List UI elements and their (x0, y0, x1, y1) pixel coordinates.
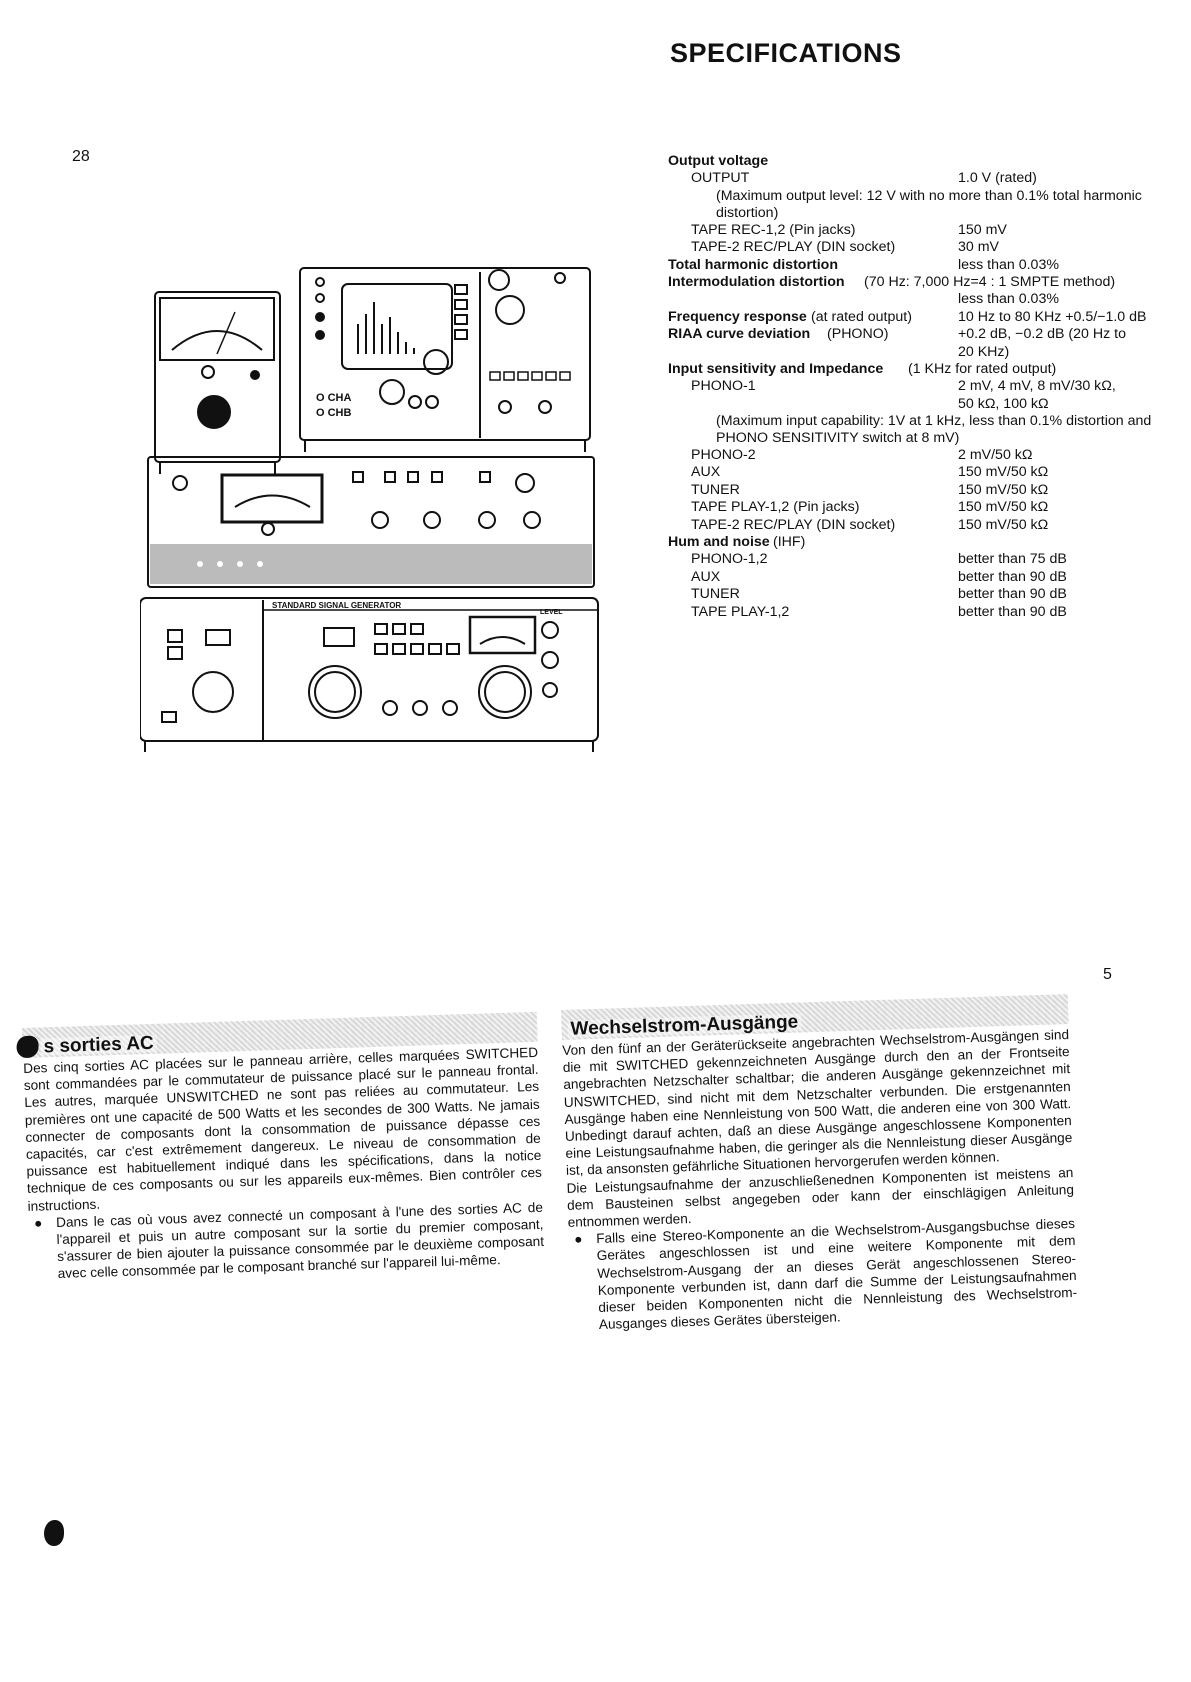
amplifier-unit (147, 456, 595, 588)
spec-condition: (at rated output) (811, 308, 912, 325)
spec-note: (Maximum input capability: 1V at 1 kHz, … (716, 413, 1152, 447)
spec-label: TAPE REC-1,2 (Pin jacks) (691, 221, 856, 238)
spec-list: Output voltage OUTPUT 1.0 V (rated) (Max… (668, 153, 1168, 621)
spec-note: (Maximum output level: 12 V with no more… (716, 187, 1142, 221)
german-section: Wechselstrom-Ausgänge Von den fünf an de… (561, 994, 1078, 1334)
spec-value: 10 Hz to 80 KHz +0.5/−1.0 dB (958, 308, 1147, 325)
french-body: Des cinq sorties AC placées sur le panne… (23, 1044, 543, 1214)
spec-row: TAPE PLAY-1,2 (Pin jacks) 150 mV/50 kΩ (668, 499, 1168, 516)
spec-row: PHONO-2 2 mV/50 kΩ (668, 447, 1168, 464)
spec-value: 150 mV/50 kΩ (958, 499, 1049, 516)
hum-rows: PHONO-1,2 better than 75 dB AUX better than… (668, 551, 1168, 621)
spec-row: AUX better than 90 dB (668, 569, 1168, 586)
spec-value: 150 mV/50 kΩ (958, 464, 1049, 481)
spec-label: TAPE PLAY-1,2 (691, 603, 790, 620)
ink-blot-icon (44, 1520, 64, 1546)
french-bullet: ● Dans le cas où vous avez connecté un c… (28, 1199, 545, 1284)
spec-label: AUX (691, 568, 721, 585)
generator-label: STANDARD SIGNAL GENERATOR (272, 601, 401, 610)
ink-blot-icon (16, 1035, 39, 1059)
spec-value: 2 mV/50 kΩ (958, 447, 1033, 464)
spec-label: PHONO-1 (691, 378, 756, 395)
spec-value: 150 mV/50 kΩ (958, 481, 1049, 498)
german-bullet-text: Falls eine Stereo-Komponente an die Wech… (595, 1216, 1078, 1333)
spec-label: TUNER (691, 586, 740, 603)
spec-heading-input: Input sensitivity and Impedance (668, 360, 884, 377)
input-rows: PHONO-2 2 mV/50 kΩ AUX 150 mV/50 kΩ TUNER 150… (668, 447, 1168, 534)
level-label: LEVEL (540, 609, 563, 616)
spec-condition: (70 Hz: 7,000 Hz=4 : 1 SMPTE method) (864, 273, 1116, 290)
spec-heading-frequency: Frequency response (668, 308, 807, 325)
signal-generator-unit (140, 597, 599, 752)
spec-value: 150 mV (958, 221, 1007, 238)
spec-value: 50 kΩ, 100 kΩ (958, 395, 1049, 412)
spec-row: TAPE-2 REC/PLAY (DIN socket) 150 mV/50 kΩ (668, 517, 1168, 534)
spec-row: TAPE PLAY-1,2 better than 90 dB (668, 604, 1168, 621)
spec-value: better than 90 dB (958, 603, 1067, 620)
spec-value: 2 mV, 4 mV, 8 mV/30 kΩ, (958, 378, 1116, 395)
spec-value: better than 90 dB (958, 586, 1067, 603)
spec-value: 20 KHz) (958, 343, 1010, 360)
page-number-bottom: 5 (1103, 966, 1112, 983)
spec-heading-thd: Total harmonic distortion (668, 256, 838, 273)
spec-value: 30 mV (958, 239, 1000, 256)
spec-value: less than 0.03% (958, 291, 1059, 308)
spec-condition: (1 KHz for rated output) (908, 360, 1057, 377)
page-number-top: 28 (72, 148, 90, 165)
spec-label: PHONO-1,2 (691, 551, 768, 568)
spec-row: PHONO-1,2 better than 75 dB (668, 551, 1168, 568)
spec-condition: (PHONO) (827, 326, 889, 343)
french-section-title: s sorties AC (40, 1033, 157, 1057)
spec-label: AUX (691, 464, 721, 481)
spec-value: +0.2 dB, −0.2 dB (20 Hz to (958, 326, 1126, 343)
spec-heading-output-voltage: Output voltage (668, 153, 769, 169)
analog-meter-unit (154, 291, 281, 474)
spec-row: TUNER better than 90 dB (668, 586, 1168, 603)
spec-value: 150 mV/50 kΩ (958, 516, 1049, 533)
spec-label: TAPE-2 REC/PLAY (DIN socket) (691, 239, 896, 256)
german-bullet: ● Falls eine Stereo-Komponente an die We… (568, 1215, 1078, 1334)
spec-row: TUNER 150 mV/50 kΩ (668, 482, 1168, 499)
spec-value: 1.0 V (rated) (958, 170, 1037, 187)
spec-label: TAPE-2 REC/PLAY (DIN socket) (691, 516, 896, 533)
oscilloscope-unit (299, 267, 591, 452)
equipment-illustration: O CHA O CHB STANDARD SIGNAL GENERATOR LE… (140, 267, 599, 752)
german-section-title: Wechselstrom-Ausgänge (567, 1011, 802, 1039)
spec-heading-imd: Intermodulation distortion (668, 273, 845, 290)
spec-value: less than 0.03% (958, 256, 1059, 273)
spec-value: better than 75 dB (958, 551, 1067, 568)
cha-label: O CHA (316, 392, 352, 404)
spec-label: OUTPUT (691, 170, 750, 187)
spec-label: TUNER (691, 481, 740, 498)
chb-label: O CHB (316, 407, 352, 419)
spec-value: better than 90 dB (958, 568, 1067, 585)
german-body: Von den fünf an der Geräterückseite ange… (562, 1027, 1073, 1179)
spec-heading-riaa: RIAA curve deviation (668, 326, 811, 343)
spec-row: AUX 150 mV/50 kΩ (668, 464, 1168, 481)
spec-condition: (IHF) (773, 534, 806, 551)
french-section: s sorties AC Des cinq sorties AC placées… (16, 1011, 545, 1284)
french-bullet-text: Dans le cas où vous avez connecté un com… (55, 1199, 545, 1282)
spec-label: PHONO-2 (691, 447, 756, 464)
page-title: SPECIFICATIONS (670, 38, 902, 68)
spec-label: TAPE PLAY-1,2 (Pin jacks) (691, 499, 860, 516)
bullet-icon: ● (33, 1215, 43, 1231)
spec-heading-hum: Hum and noise (668, 534, 770, 551)
bullet-icon: ● (573, 1231, 583, 1247)
